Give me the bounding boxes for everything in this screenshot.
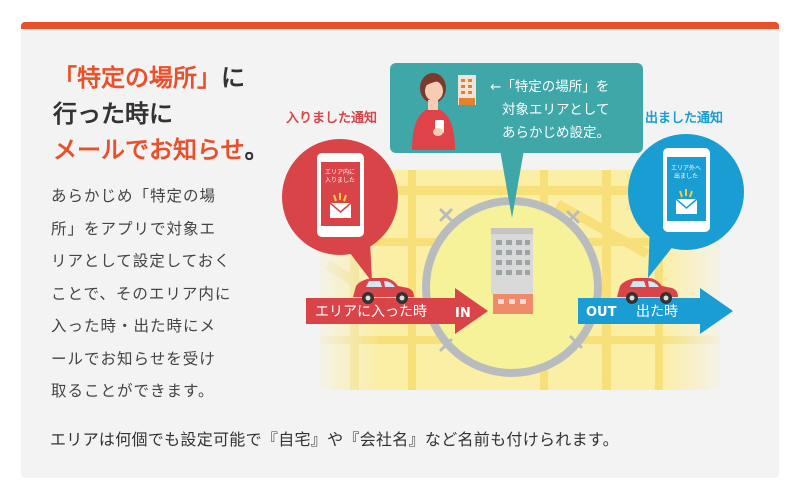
description: あらかじめ「特定の場 所」をアプリで対象エ リアとして設定しておく ことで、その… xyxy=(51,187,232,400)
headline-highlight-2: メールでお知らせ xyxy=(53,136,245,164)
svg-text:エリア内に: エリア内に xyxy=(325,168,355,176)
car-icon-entering xyxy=(353,278,414,304)
headline: 「特定の場所」に 行った時に メールでお知らせ。 xyxy=(53,64,269,164)
enter-arrow-label: エリアに入った時 xyxy=(315,304,427,320)
exit-arrow-label: 出た時 xyxy=(636,304,678,320)
exit-notification: 出ました通知 エリア外へ 出ました xyxy=(628,110,744,278)
svg-text:エリア外へ: エリア外へ xyxy=(671,164,701,172)
entry-notice-label: 入りました通知 xyxy=(286,110,377,126)
area-setting-callout: ←「特定の場所」を 対象エリアとして あらかじめ設定。 xyxy=(390,63,643,218)
top-accent-bar xyxy=(21,22,779,29)
out-tag: OUT xyxy=(586,305,617,320)
exit-notice-label: 出ました通知 xyxy=(645,110,723,126)
svg-text:入りました: 入りました xyxy=(325,177,355,184)
building-icon xyxy=(491,228,533,314)
callout-line-1: ←「特定の場所」を xyxy=(490,79,609,95)
woman-with-phone-icon xyxy=(412,73,455,150)
mail-alert-icon xyxy=(675,189,698,214)
callout-building-icon xyxy=(458,75,476,105)
callout-line-3: あらかじめ設定。 xyxy=(502,125,610,141)
in-tag: IN xyxy=(455,306,471,321)
headline-highlight-1: 「特定の場所」 xyxy=(53,64,221,92)
exit-arrow: OUT 出た時 xyxy=(578,288,733,334)
svg-text:出ました: 出ました xyxy=(674,172,698,180)
enter-arrow: エリアに入った時 IN xyxy=(306,288,488,334)
mail-alert-icon xyxy=(329,193,352,218)
entry-notification: 入りました通知 エリア内に 入りました xyxy=(282,110,398,282)
car-icon-exiting xyxy=(617,278,678,304)
callout-line-2: 対象エリアとして xyxy=(502,102,609,118)
footnote: エリアは何個でも設定可能で『自宅』や『会社名』など名前も付けられます。 xyxy=(50,430,619,449)
headline-line-2: 行った時に xyxy=(53,100,173,128)
